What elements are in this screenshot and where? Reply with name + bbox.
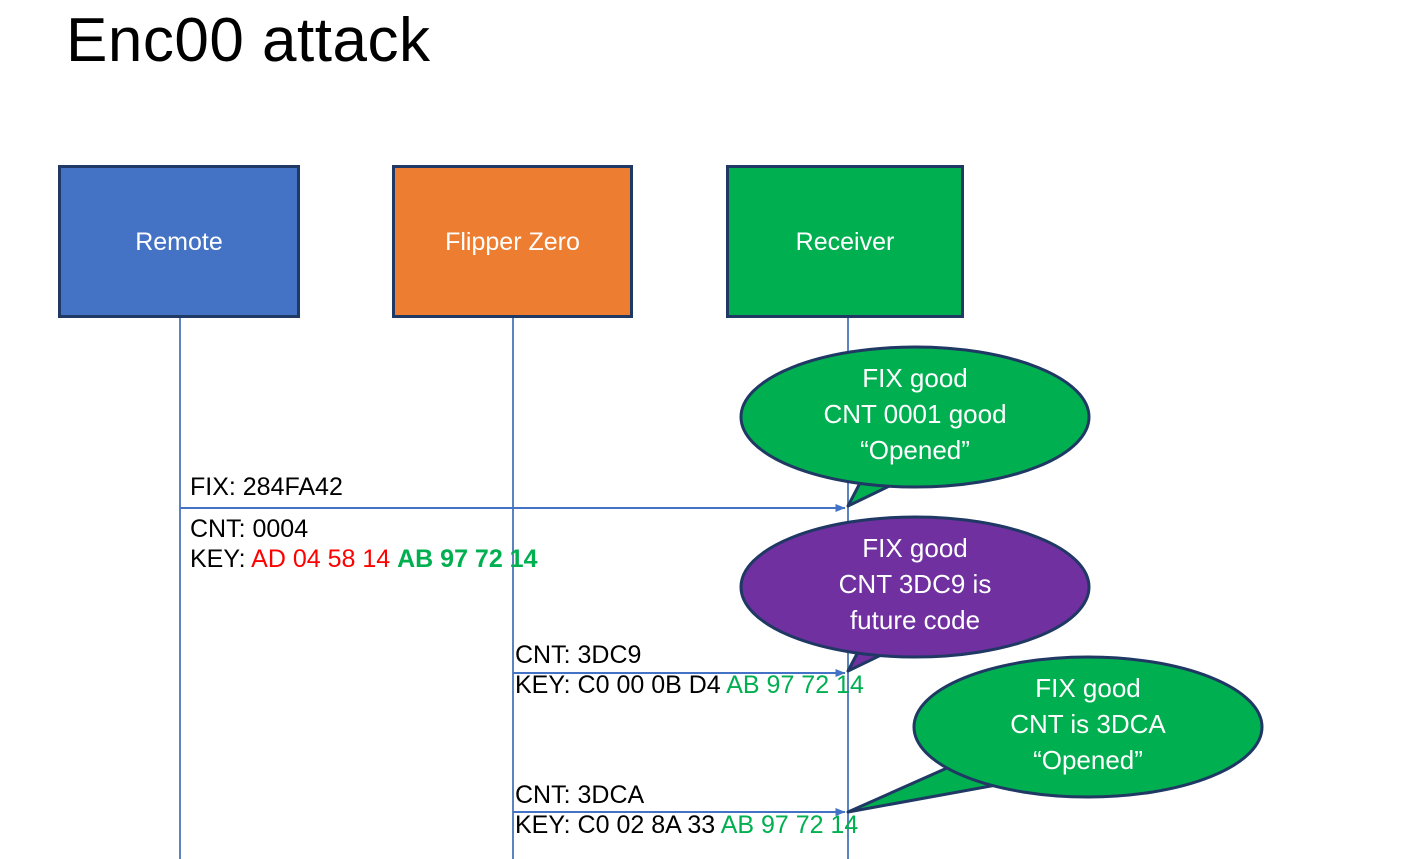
page-title: Enc00 attack [66, 6, 431, 75]
message-line: CNT: 3DCA [515, 780, 858, 810]
message-line: FIX: 284FA42 [190, 472, 343, 502]
message-segment: KEY: [190, 545, 252, 573]
speech-bubble-2-body [739, 515, 1091, 659]
message-label-fix-remote: FIX: 284FA42 [190, 472, 343, 502]
message-line: CNT: 0004 [190, 514, 537, 544]
message-segment: AB 97 72 14 [397, 545, 538, 573]
message-segment: CNT: 3DC9 [515, 641, 642, 669]
message-segment: CNT: 0004 [190, 515, 309, 543]
actor-box-remote[interactable]: Remote [58, 165, 300, 318]
speech-bubble-2 [739, 515, 1091, 673]
message-segment: CNT: 3DCA [515, 781, 645, 809]
speech-bubble-3 [846, 655, 1264, 814]
actor-box-receiver[interactable]: Receiver [726, 165, 964, 318]
message-line: CNT: 3DC9 [515, 640, 864, 670]
actor-label-flipper: Flipper Zero [445, 227, 580, 256]
message-segment: AB 97 72 14 [726, 671, 864, 699]
actor-box-flipper[interactable]: Flipper Zero [392, 165, 633, 318]
speech-bubble-1-body [739, 345, 1091, 489]
message-segment: KEY: C0 02 8A 33 [515, 811, 721, 839]
message-segment: AB 97 72 14 [720, 811, 859, 839]
message-line: KEY: C0 02 8A 33 AB 97 72 14 [515, 810, 858, 840]
message-segment: KEY: C0 00 0B D4 [515, 671, 727, 699]
message-segment: FIX: 284FA42 [190, 473, 343, 501]
message-line: KEY: AD 04 58 14 AB 97 72 14 [190, 544, 537, 574]
actor-label-receiver: Receiver [795, 227, 895, 256]
message-segment: AD 04 58 14 [251, 545, 398, 573]
message-line: KEY: C0 00 0B D4 AB 97 72 14 [515, 670, 864, 700]
actor-label-remote: Remote [135, 227, 223, 256]
speech-bubble-3-body [912, 655, 1264, 799]
speech-bubble-1 [739, 345, 1091, 508]
